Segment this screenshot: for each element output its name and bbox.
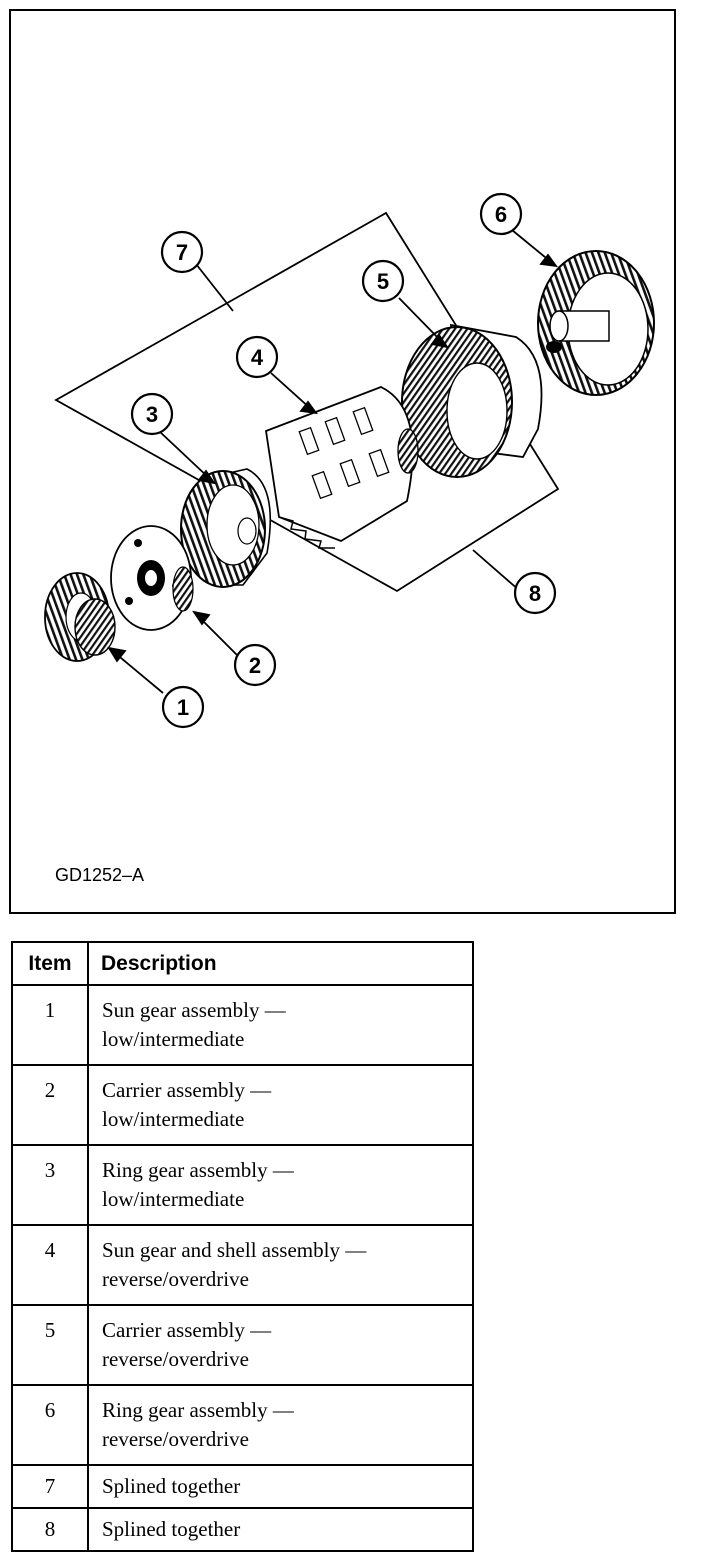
item-number: 4 (11, 1224, 89, 1306)
description-line: reverse/overdrive (102, 1267, 249, 1291)
table-row: 1 Sun gear assembly — low/intermediate (11, 984, 474, 1066)
svg-text:5: 5 (377, 269, 389, 294)
description-line: Carrier assembly — (102, 1078, 272, 1102)
ring-gear-low-int-part (180, 468, 272, 588)
legend-table: Item Description 1 Sun gear assembly — lo… (11, 941, 474, 1552)
callout-6: 6 (479, 192, 523, 236)
figure-id-label: GD1252–A (55, 865, 145, 885)
callout-4: 4 (235, 335, 279, 379)
item-number: 8 (11, 1507, 89, 1552)
exploded-view-figure: 1 2 3 4 5 6 7 8 GD1252–A (9, 9, 676, 914)
svg-text:8: 8 (529, 581, 541, 606)
carrier-rev-od-part (401, 323, 543, 478)
item-description: Ring gear assembly — low/intermediate (87, 1144, 474, 1226)
header-item: Item (11, 941, 89, 986)
callout-7: 7 (160, 230, 204, 274)
table-row: 6 Ring gear assembly — reverse/overdrive (11, 1384, 474, 1466)
item-number: 6 (11, 1384, 89, 1466)
description-line: low/intermediate (102, 1187, 245, 1211)
callout-8: 8 (513, 571, 557, 615)
table-row: 4 Sun gear and shell assembly — reverse/o… (11, 1224, 474, 1306)
callout-5: 5 (361, 259, 405, 303)
description-line: Splined together (102, 1474, 241, 1498)
description-line: Sun gear assembly — (102, 998, 286, 1022)
svg-text:4: 4 (251, 345, 264, 370)
item-description: Carrier assembly — low/intermediate (87, 1064, 474, 1146)
table-row: 3 Ring gear assembly — low/intermediate (11, 1144, 474, 1226)
callout-2: 2 (233, 643, 277, 687)
table-row: 5 Carrier assembly — reverse/overdrive (11, 1304, 474, 1386)
item-description: Ring gear assembly — reverse/overdrive (87, 1384, 474, 1466)
item-number: 5 (11, 1304, 89, 1386)
legend-header-row: Item Description (11, 941, 474, 986)
description-line: Ring gear assembly — (102, 1398, 294, 1422)
header-description: Description (87, 941, 474, 986)
sun-gear-shell-part (265, 386, 419, 549)
callout-1: 1 (161, 685, 205, 729)
svg-text:6: 6 (495, 202, 507, 227)
ring-gear-rev-od-part (537, 250, 655, 396)
item-description: Sun gear assembly — low/intermediate (87, 984, 474, 1066)
table-row: 8 Splined together (11, 1507, 474, 1552)
spline-group-outline (54, 211, 560, 593)
description-line: reverse/overdrive (102, 1427, 249, 1451)
item-description: Sun gear and shell assembly — reverse/ove… (87, 1224, 474, 1306)
table-row: 2 Carrier assembly — low/intermediate (11, 1064, 474, 1146)
svg-text:2: 2 (249, 653, 261, 678)
item-description: Carrier assembly — reverse/overdrive (87, 1304, 474, 1386)
description-line: Sun gear and shell assembly — (102, 1238, 367, 1262)
description-line: reverse/overdrive (102, 1347, 249, 1371)
sun-gear-low-int-part (44, 572, 116, 662)
description-line: low/intermediate (102, 1107, 245, 1131)
planetary-gearset-illustration: 1 2 3 4 5 6 7 8 (44, 192, 655, 729)
leader-lines (107, 229, 558, 694)
svg-text:3: 3 (146, 402, 158, 427)
item-number: 1 (11, 984, 89, 1066)
item-number: 2 (11, 1064, 89, 1146)
description-line: Carrier assembly — (102, 1318, 272, 1342)
callout-3: 3 (130, 392, 174, 436)
description-line: low/intermediate (102, 1027, 245, 1051)
svg-text:7: 7 (176, 240, 188, 265)
item-description: Splined together (87, 1507, 474, 1552)
svg-text:1: 1 (177, 695, 189, 720)
description-line: Splined together (102, 1517, 241, 1541)
carrier-low-int-part (110, 525, 194, 631)
item-description: Splined together (87, 1464, 474, 1509)
item-number: 3 (11, 1144, 89, 1226)
table-row: 7 Splined together (11, 1464, 474, 1509)
description-line: Ring gear assembly — (102, 1158, 294, 1182)
item-number: 7 (11, 1464, 89, 1509)
